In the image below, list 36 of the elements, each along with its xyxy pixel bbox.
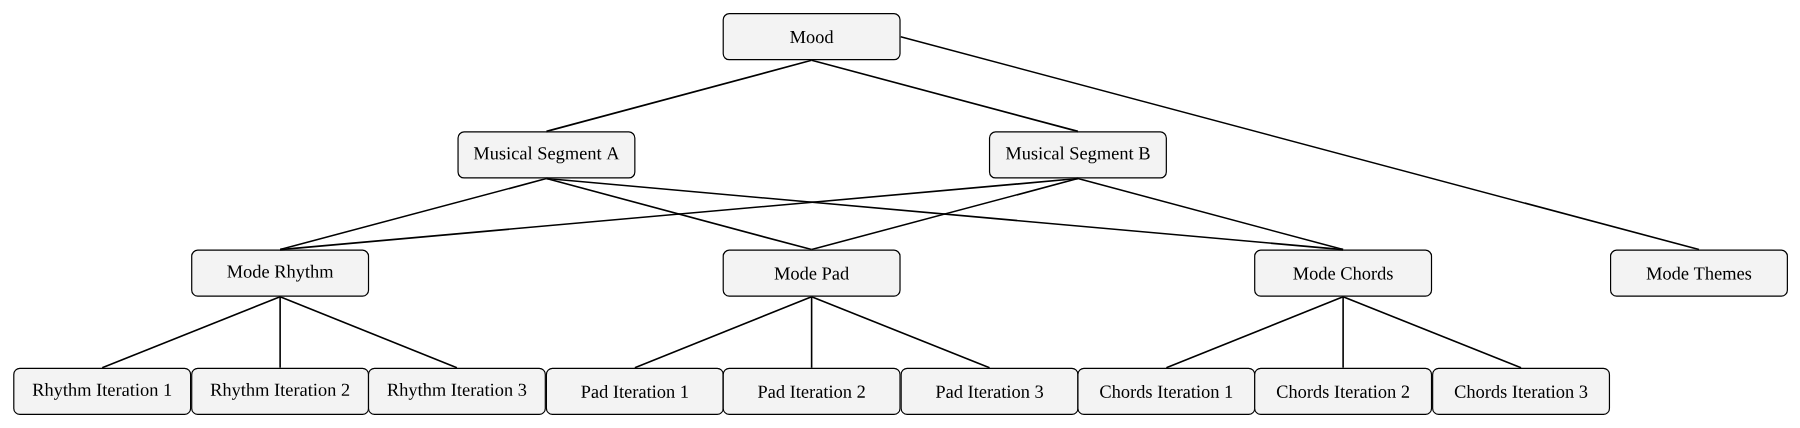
box: Rhythm Iteration 3 [367,367,546,416]
box: Musical Segment B [988,131,1167,179]
connector-line [634,296,813,369]
connector-line [1342,296,1522,369]
connector-line [810,296,813,369]
box: Pad Iteration 2 [722,367,901,416]
connector-line [279,177,548,251]
connector-line [545,177,813,251]
connector-line [279,296,281,369]
node-label: Chords Iteration 1 [1100,384,1233,398]
box: Mood [722,13,901,61]
connector-line [101,296,281,369]
node-label: Pad Iteration 1 [581,384,688,398]
box: Pad Iteration 3 [900,367,1079,416]
connector-line [1342,296,1344,369]
connector-line [810,177,1079,251]
connector-line [1077,177,1344,251]
box: Mode Chords [1254,249,1433,297]
box: Mode Pad [722,249,901,297]
box: Mode Rhythm [191,249,370,297]
box: Rhythm Iteration 1 [13,367,192,416]
box: Pad Iteration 1 [545,367,724,416]
box: Chords Iteration 1 [1077,367,1256,416]
box: Rhythm Iteration 2 [191,367,370,416]
box: Chords Iteration 3 [1432,367,1611,416]
box: Chords Iteration 2 [1254,367,1433,416]
connector-line [1165,296,1344,369]
node-label: Rhythm Iteration 1 [32,383,172,400]
connector-line [810,59,1079,133]
connector-line [810,296,991,369]
connector-line [899,35,1700,251]
connector-line [545,59,813,133]
node-label: Pad Iteration 3 [935,384,1044,398]
connector-line [279,296,458,369]
box: Musical Segment A [457,131,636,179]
box: Mode Themes [1610,249,1788,297]
